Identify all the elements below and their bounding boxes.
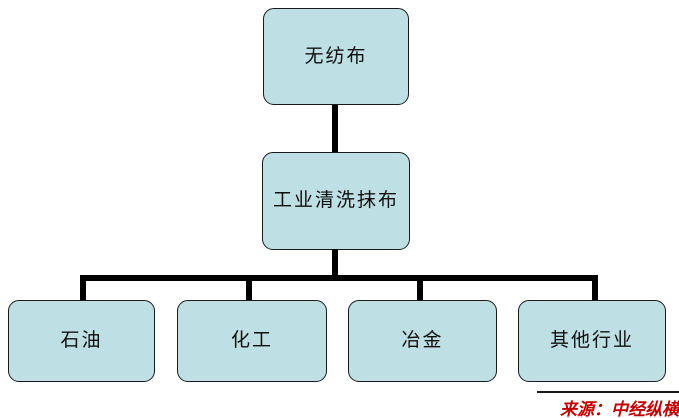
source-text: 来源：中经纵横 bbox=[560, 400, 679, 418]
connector-root-to-middle bbox=[332, 105, 338, 153]
connector-drop-1 bbox=[80, 279, 86, 301]
node-leaf-metallurgy[interactable]: 冶金 bbox=[348, 300, 497, 382]
node-leaf-other-industries[interactable]: 其他行业 bbox=[518, 300, 666, 382]
node-leaf-chemical[interactable]: 化工 bbox=[177, 300, 327, 382]
node-label: 化工 bbox=[230, 330, 273, 352]
node-label: 其他行业 bbox=[549, 330, 634, 352]
node-label: 工业清洗抹布 bbox=[272, 190, 399, 212]
source-attribution: 来源：中经纵横 bbox=[537, 391, 679, 418]
node-industrial-cleaning-wipes[interactable]: 工业清洗抹布 bbox=[262, 152, 410, 250]
node-label: 石油 bbox=[60, 330, 103, 352]
connector-drop-4 bbox=[592, 279, 598, 301]
node-root-nonwoven-fabric[interactable]: 无纺布 bbox=[263, 8, 409, 105]
node-label: 无纺布 bbox=[304, 45, 368, 67]
node-label: 冶金 bbox=[401, 330, 444, 352]
node-leaf-petroleum[interactable]: 石油 bbox=[8, 300, 155, 382]
connector-middle-to-bus bbox=[332, 249, 338, 281]
connector-drop-3 bbox=[417, 279, 423, 301]
connector-drop-2 bbox=[246, 279, 252, 301]
connector-horizontal-bus bbox=[80, 275, 598, 281]
